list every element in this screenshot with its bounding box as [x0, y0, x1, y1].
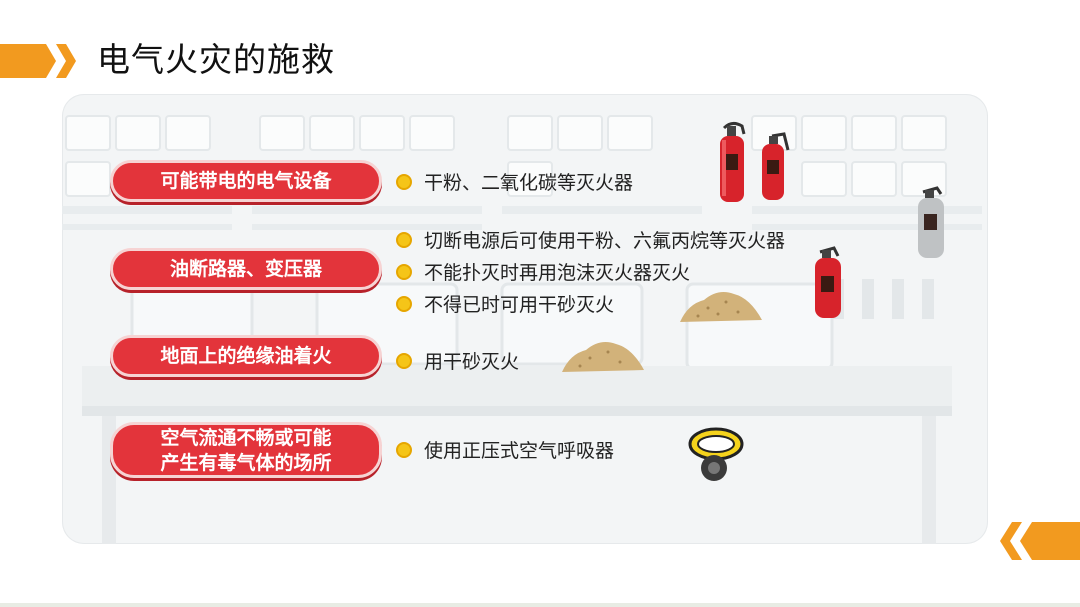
- sand-pile-icon: [680, 292, 762, 322]
- footer-line: [0, 603, 1080, 607]
- fire-extinguisher-icon: [720, 121, 746, 202]
- bullet-item: 使用正压式空气呼吸器: [396, 436, 614, 463]
- bullet-dot-icon: [396, 263, 412, 280]
- bullet-item: 不得已时可用干砂灭火: [396, 290, 614, 317]
- bullet-dot-icon: [396, 441, 412, 458]
- gas-extinguisher-icon: [762, 132, 790, 200]
- bullet-item: 切断电源后可使用干粉、六氟丙烷等灭火器: [396, 226, 785, 253]
- fire-extinguisher-icon: [815, 246, 841, 318]
- header-arrow-icon: [0, 44, 76, 78]
- pill-label-live-equipment: 可能带电的电气设备: [110, 160, 382, 202]
- bullet-dot-icon: [396, 352, 412, 369]
- bullet-dot-icon: [396, 231, 412, 248]
- bullet-item: 不能扑灭时再用泡沫灭火器灭火: [396, 258, 690, 285]
- gas-extinguisher-icon: [918, 186, 944, 258]
- pill-label-floor-oil-fire: 地面上的绝缘油着火: [110, 335, 382, 377]
- pill-label-oil-breaker: 油断路器、变压器: [110, 248, 382, 290]
- sand-pile-icon: [562, 342, 644, 372]
- corner-chevron-icon: [1000, 522, 1080, 560]
- bullet-dot-icon: [396, 295, 412, 312]
- gas-mask-icon: [688, 427, 744, 481]
- pill-label-toxic-gas-area: 空气流通不畅或可能 产生有毒气体的场所: [110, 422, 382, 478]
- page-title: 电气火灾的施救: [97, 40, 335, 79]
- bullet-dot-icon: [396, 173, 412, 190]
- bullet-item: 用干砂灭火: [396, 347, 519, 374]
- bullet-item: 干粉、二氧化碳等灭火器: [396, 168, 633, 195]
